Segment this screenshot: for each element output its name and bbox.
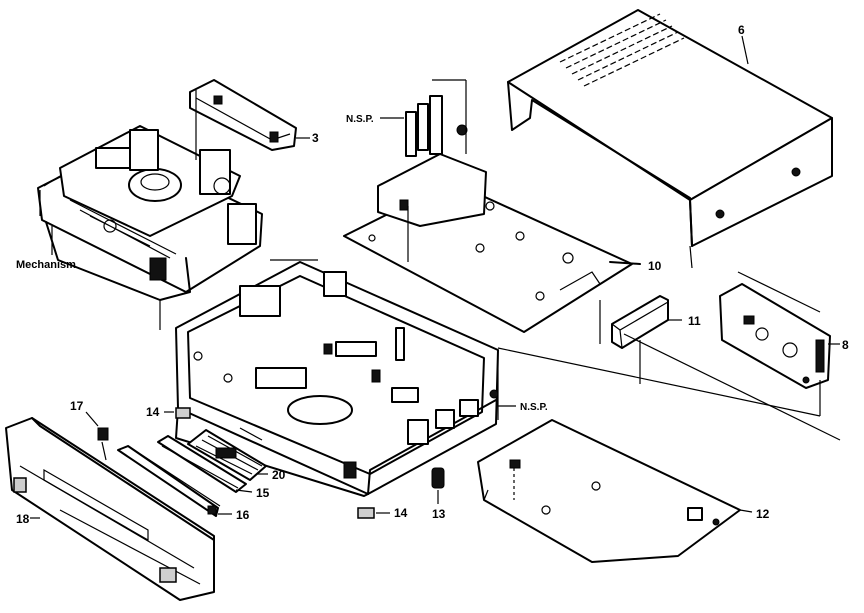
mechanism-assembly xyxy=(37,125,263,301)
part-20-operation-board xyxy=(187,427,267,481)
label-14a: 14 xyxy=(146,405,160,419)
assembly-guide-lines xyxy=(159,206,841,441)
part-13-slider xyxy=(431,467,445,489)
part-11-block xyxy=(599,295,669,384)
label-16: 16 xyxy=(236,508,250,522)
part-17-button xyxy=(97,427,109,461)
chassis-frame xyxy=(175,261,499,497)
label-8: 8 xyxy=(842,338,849,352)
top-cabinet xyxy=(507,9,833,247)
label-13: 13 xyxy=(432,507,446,521)
label-15: 15 xyxy=(256,486,270,500)
main-board xyxy=(343,153,641,333)
label-10: 10 xyxy=(648,259,662,273)
front-panel xyxy=(5,417,215,601)
label-nsp-right: N.S.P. xyxy=(520,402,548,413)
label-12: 12 xyxy=(756,507,770,521)
part-14-foot-a xyxy=(175,407,191,419)
label-17: 17 xyxy=(70,399,84,413)
part-15-holder xyxy=(157,435,247,493)
nsp-bracket-top xyxy=(405,79,468,157)
label-6: 6 xyxy=(738,23,745,37)
label-11: 11 xyxy=(688,314,701,328)
label-mechanism: Mechanism xyxy=(16,259,76,271)
label-20: 20 xyxy=(272,468,286,482)
part-16-door xyxy=(117,445,221,517)
cabinet-vents xyxy=(559,13,685,87)
label-18: 18 xyxy=(16,512,30,526)
part-8-jack-panel xyxy=(719,271,831,389)
label-nsp-top: N.S.P. xyxy=(346,114,374,125)
bottom-plate xyxy=(477,419,753,563)
label-3: 3 xyxy=(312,131,319,145)
label-14b: 14 xyxy=(394,506,408,520)
part-14-foot-b xyxy=(357,507,375,519)
part-3-bracket xyxy=(189,79,297,160)
